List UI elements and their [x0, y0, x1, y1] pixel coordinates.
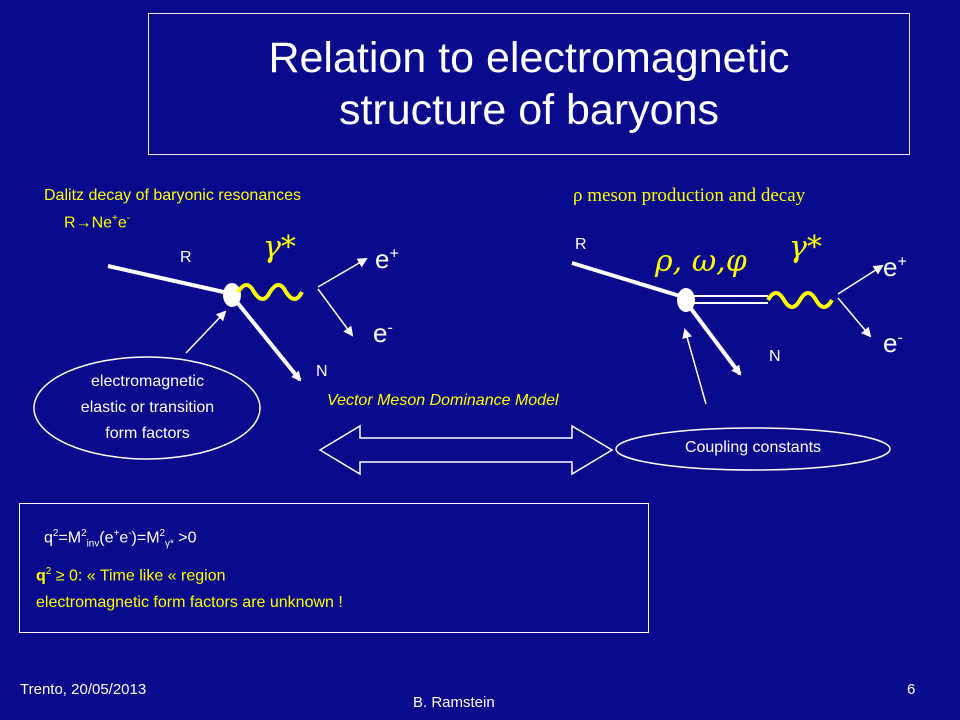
reaction-tail: Ne	[91, 214, 113, 232]
footer-date: Trento, 20/05/2013	[20, 681, 147, 698]
meson-labels: ρ, ω,φ	[655, 244, 747, 279]
timelike-text: : « Time like « region	[77, 567, 226, 585]
coupling-label: Coupling constants	[684, 439, 822, 456]
left-label-R: R	[180, 249, 192, 266]
right-label-N: N	[769, 348, 781, 365]
inv-subscript: inv	[86, 538, 100, 550]
left-eplus-line	[317, 257, 368, 288]
right-coupling-pointer	[682, 328, 707, 405]
reaction-arrow: →	[75, 214, 92, 232]
left-photon-wavy	[236, 283, 304, 301]
ff-line-3: form factors	[105, 425, 190, 442]
page-number: 6	[907, 681, 916, 698]
kinematics-box	[19, 503, 649, 633]
right-label-R: R	[575, 236, 587, 253]
right-eplus-line	[837, 264, 884, 295]
box-line-2: q2 ≥ 0: « Time like « region	[36, 566, 226, 585]
left-heading: Dalitz decay of baryonic resonances	[44, 187, 302, 204]
left-ff-pointer	[185, 310, 227, 354]
vmd-label: Vector Meson Dominance Model	[327, 392, 559, 409]
right-heading: ρ meson production and decay	[573, 185, 806, 206]
right-N-line	[684, 300, 742, 376]
reaction-label: R→Ne+e-	[64, 213, 131, 232]
left-R-line	[107, 264, 229, 295]
title-box: Relation to electromagnetic structure of…	[148, 13, 910, 155]
right-photon-wavy	[766, 291, 834, 309]
gt-zero: >0	[173, 529, 197, 547]
coupling-ellipse	[615, 427, 891, 471]
ff-line-1: electromagnetic	[91, 373, 204, 390]
eq-m: =M	[58, 529, 82, 547]
eq-m2: )=M	[131, 529, 160, 547]
left-N-line	[230, 294, 302, 382]
left-eminus-line	[317, 288, 354, 337]
left-gamma-star: γ*	[263, 230, 296, 265]
ff-line-2: elastic or transition	[80, 399, 215, 416]
ee-open: (e	[99, 529, 114, 547]
left-e-plus: e+	[375, 244, 399, 274]
right-e-minus: e-	[883, 328, 903, 358]
right-vertex	[677, 288, 695, 312]
right-eminus-line	[837, 297, 872, 338]
footer-author: B. Ramstein	[413, 694, 495, 711]
right-e-plus: e+	[883, 252, 907, 282]
box-line-3: electromagnetic form factors are unknown…	[36, 594, 343, 611]
box-line-1: q2=M2inv(e+e-)=M2γ* >0	[44, 528, 197, 550]
left-ff-ellipse	[33, 356, 261, 460]
q2-symbol: q	[36, 567, 46, 585]
double-arrow	[318, 424, 614, 476]
slide-title-line2: structure of baryons	[338, 86, 719, 134]
q2-condition: ≥ 0	[55, 567, 78, 585]
left-ff-text: electromagnetic elastic or transition fo…	[40, 369, 255, 447]
left-label-N: N	[316, 363, 328, 380]
slide-title-line1: Relation to electromagnetic	[268, 34, 790, 82]
left-vertex	[223, 283, 241, 307]
left-e-minus: e-	[373, 318, 393, 348]
right-R-line	[571, 261, 681, 298]
reaction-base: R	[64, 214, 76, 232]
q-symbol: q	[44, 529, 53, 547]
right-gamma-star: γ*	[789, 230, 822, 265]
